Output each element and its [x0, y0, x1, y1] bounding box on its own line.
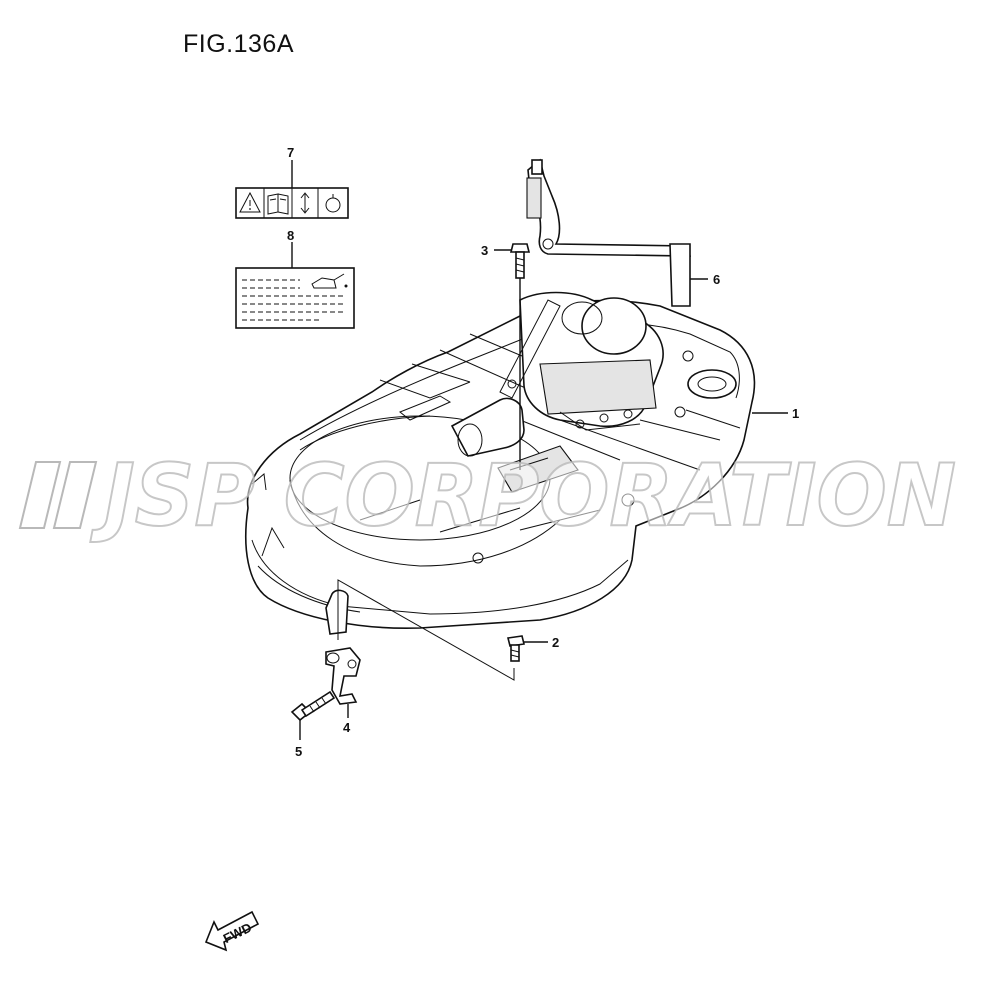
- callout-7: 7: [287, 145, 294, 160]
- bolt-part-2: [507, 635, 525, 662]
- oil-can-icon: [325, 194, 341, 213]
- callout-2: 2: [552, 635, 559, 650]
- watermark: JSP CORPORATION: [18, 445, 957, 547]
- callout-4: 4: [343, 720, 351, 735]
- up-down-arrow-icon: [300, 192, 310, 214]
- callout-1: 1: [792, 406, 799, 421]
- bolt-part-5: [290, 690, 336, 722]
- bolt-part-3: [509, 243, 531, 279]
- text-label-part-8: [235, 267, 355, 329]
- bracket-part-4: [325, 647, 361, 705]
- fwd-indicator: FWD: [204, 910, 260, 952]
- figure-title: FIG.136A: [183, 30, 294, 58]
- pictogram-label-part-7: [235, 187, 349, 219]
- oil-can-icon: [311, 273, 348, 289]
- manual-book-icon: [267, 193, 289, 215]
- callout-5: 5: [295, 744, 302, 759]
- callout-8: 8: [287, 228, 294, 243]
- hose-guide-part: [526, 158, 691, 307]
- bottom-cover-part: [245, 291, 756, 635]
- leader-lines: [291, 160, 788, 740]
- watermark-text: JSP CORPORATION: [90, 446, 956, 546]
- callout-labels: 1 2 3 4 5 6 7 8: [287, 145, 799, 759]
- warning-triangle-icon: [239, 191, 261, 213]
- fwd-label: FWD: [221, 920, 254, 946]
- callout-3: 3: [481, 243, 488, 258]
- callout-6: 6: [713, 272, 720, 287]
